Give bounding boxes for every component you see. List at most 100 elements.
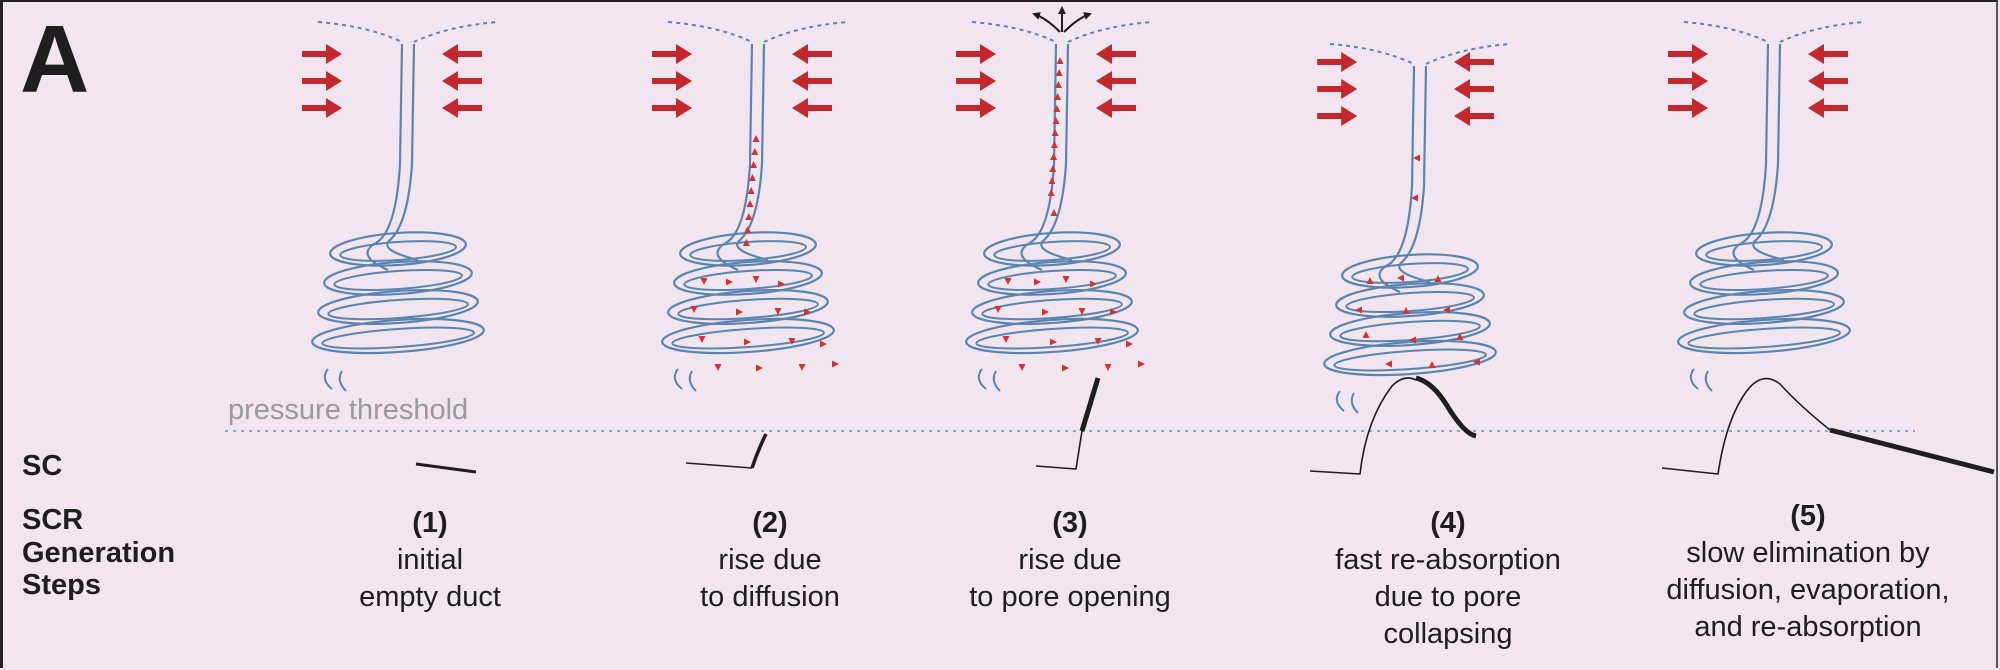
coil-loop-inner — [333, 268, 463, 292]
coil-loop-outer — [1323, 339, 1497, 377]
skin-surface-left — [317, 21, 403, 43]
duct-tail — [1689, 368, 1699, 390]
pressure-arrow-head — [980, 71, 996, 91]
sweat-arrow — [690, 306, 698, 313]
sweat-arrow — [994, 306, 1002, 313]
pressure-arrow-head — [792, 71, 808, 91]
step-number: (1) — [412, 507, 448, 539]
duct-tail — [977, 368, 987, 390]
pressure-arrow-head — [442, 71, 458, 91]
coil-loop-inner — [321, 326, 475, 350]
coil-loop-inner — [1699, 268, 1829, 292]
skin-surface-right — [413, 21, 499, 43]
sweat-arrow — [1362, 331, 1370, 338]
pressure-arrow-head — [1692, 44, 1708, 64]
sweat-arrow — [1062, 276, 1070, 283]
pressure-arrow-head — [676, 71, 692, 91]
sweat-arrow — [744, 226, 752, 233]
sweat-arrow — [745, 213, 753, 220]
coil-loop-inner — [683, 268, 813, 292]
coil-loop-outer — [971, 288, 1133, 326]
skin-surface-right — [1067, 21, 1153, 43]
coil-loop-outer — [661, 317, 835, 355]
pressure-arrow-head — [1454, 106, 1470, 126]
pressure-arrow-head — [1692, 98, 1708, 118]
pressure-arrow-head — [326, 98, 342, 118]
sweat-arrow — [1056, 57, 1064, 64]
pressure-arrow-head — [442, 98, 458, 118]
scr-row-label-2: Generation — [22, 537, 176, 569]
step-text: collapsing — [1383, 618, 1513, 650]
scr-row-label-3: Steps — [22, 569, 101, 601]
sweat-arrow — [1004, 278, 1012, 285]
sweat-arrow — [751, 148, 759, 155]
step-text: to pore opening — [969, 581, 1171, 613]
sweat-arrow — [1042, 308, 1049, 316]
skin-surface-left — [971, 21, 1057, 43]
step-caption-1: (1) initial empty duct — [270, 505, 590, 616]
coil-loop-inner — [1345, 290, 1475, 314]
duct-tail — [688, 370, 697, 392]
coil-loop-inner — [975, 326, 1129, 350]
sweat-arrow — [1050, 209, 1058, 216]
sweat-arrow — [1366, 277, 1374, 284]
coil-loop-outer — [329, 231, 467, 267]
pressure-arrow-head — [1341, 79, 1358, 99]
pressure-arrow-head — [326, 44, 342, 64]
pressure-arrow-head — [792, 98, 808, 118]
sweat-arrow — [1054, 81, 1062, 88]
sc-trace-4 — [1309, 377, 1417, 475]
duct-tail — [992, 370, 1001, 392]
step-text: slow elimination by — [1686, 537, 1930, 569]
sweat-arrow — [700, 278, 708, 285]
sweat-duct-2 — [652, 21, 849, 392]
skin-surface-right — [763, 21, 849, 43]
sweat-arrow — [1402, 307, 1410, 314]
step-text: diffusion, evaporation, — [1666, 574, 1950, 606]
step-text: and re-absorption — [1694, 611, 1922, 643]
sweat-arrow — [1409, 336, 1416, 344]
sweat-arrow — [1002, 336, 1010, 343]
step-text: fast re-absorption — [1335, 544, 1561, 576]
step-caption-3: (3) rise due to pore opening — [910, 505, 1230, 616]
coil-loop-inner — [987, 268, 1117, 292]
duct-wall-right — [736, 43, 769, 262]
coil-loop-outer — [311, 317, 485, 355]
sweat-arrow — [1047, 189, 1055, 196]
sweat-arrow — [736, 308, 743, 316]
pressure-arrow-head — [1096, 44, 1112, 64]
sc-row-label: SC — [22, 450, 63, 482]
pressure-arrow-head — [1341, 52, 1358, 72]
sweat-arrow — [752, 276, 760, 283]
sweat-arrow — [1049, 165, 1057, 172]
sweat-arrow — [1428, 361, 1436, 368]
panel-letter: A — [20, 6, 90, 113]
coil-loop-outer — [1335, 282, 1485, 318]
sweat-arrow — [820, 340, 827, 348]
pressure-arrow-head — [1096, 98, 1112, 118]
sweat-duct-1 — [302, 21, 499, 392]
sweat-arrow — [756, 364, 763, 372]
pressure-arrow-head — [792, 44, 808, 64]
sweat-arrow — [1050, 338, 1057, 346]
coil-loop-outer — [983, 231, 1121, 267]
sweat-arrow — [698, 336, 706, 343]
coil-loop-outer — [667, 288, 829, 326]
sweat-arrow — [832, 360, 839, 368]
sweat-arrow — [1034, 278, 1041, 286]
sweat-arrow — [1443, 306, 1450, 314]
coil-loop-outer — [679, 231, 817, 267]
sweat-arrow — [1090, 280, 1097, 288]
pressure-threshold-label: pressure threshold — [228, 394, 469, 426]
coil-loop-outer — [965, 317, 1139, 355]
sweat-arrow — [1104, 364, 1112, 371]
coil-loop-outer — [977, 260, 1127, 296]
pressure-arrow-head — [1808, 44, 1824, 64]
coil-loop-inner — [327, 297, 469, 321]
duct-wall-right — [1752, 43, 1785, 262]
coil-loop-inner — [1687, 326, 1841, 350]
coil-loop-inner — [677, 297, 819, 321]
sweat-arrow — [798, 364, 806, 371]
duct-tail — [338, 370, 347, 392]
step-number: (3) — [1052, 507, 1088, 539]
